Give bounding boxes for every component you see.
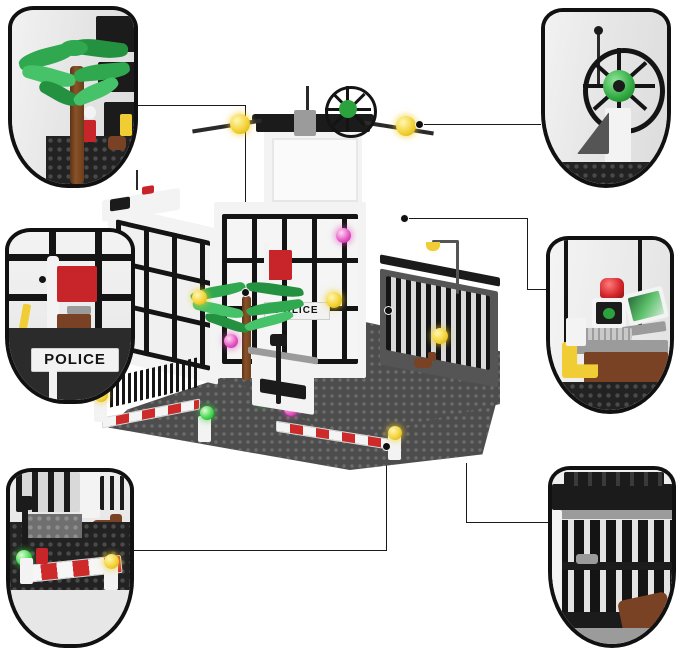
photo-light-pole-head: [16, 496, 34, 510]
photo-cell-rail: [556, 510, 672, 519]
connector-radar-h: [419, 124, 541, 125]
model-roof-dish: [325, 86, 377, 138]
photo-barrier-sidewalk: [26, 514, 82, 538]
photo-monitor-radar-blip: [603, 308, 615, 319]
model-wall-lamp-yellow: [192, 290, 207, 305]
photo-office-wall-edge: [564, 240, 568, 360]
photo-cell-top-studs: [564, 472, 664, 486]
police-station-model: POLICE: [80, 86, 560, 510]
model-barrier-post-right: [388, 434, 401, 460]
photo-barrel: [108, 136, 126, 150]
photo-light-pole: [22, 502, 28, 558]
photo-cell-ground: [552, 628, 672, 644]
connector-office-v: [527, 218, 528, 290]
photo-door-hinge: [39, 276, 46, 283]
callout-police-sign-door[interactable]: POLICE: [5, 228, 135, 404]
photo-barrier-lamp: [104, 554, 119, 569]
callout-office-desk[interactable]: [546, 236, 674, 414]
photo-barrier-post-right: [104, 562, 118, 590]
photo-cabinet: [566, 318, 586, 346]
photo-cell-frame-left: [552, 510, 562, 620]
connector-jail-h: [466, 522, 548, 523]
connector-office-h2: [527, 289, 549, 290]
callout-palm-tree[interactable]: [8, 6, 138, 188]
model-ground-lamp-green: [200, 406, 214, 420]
model-roof-lamp-left: [230, 114, 250, 134]
photo-office-wall-edge2: [638, 240, 642, 332]
photo-antenna-tip: [594, 26, 603, 35]
photo-barrier-block: [36, 548, 48, 564]
model-vehicle-antenna: [136, 170, 138, 190]
callout-palm-tree-photo: [12, 10, 134, 184]
connector-palm-tree-h1: [137, 105, 246, 106]
photo-minifig-head: [84, 106, 96, 119]
photo-door-mullion-h1: [9, 254, 131, 261]
connector-dot-police-sign: [384, 306, 393, 315]
connector-palm-tree-v: [245, 105, 246, 292]
connector-dot-barrier: [382, 442, 391, 451]
photo-ground-plain: [10, 590, 130, 644]
photo-cell-latch: [576, 554, 598, 564]
model-barrier-post-mid: [198, 416, 211, 442]
model-wall-lamp-pink: [336, 228, 351, 243]
model-lamp-post-head: [426, 242, 440, 251]
photo-office-floor: [550, 382, 670, 410]
model-street-pole-head: [270, 334, 287, 346]
connector-barrier-h: [134, 550, 387, 551]
photo-interior-item: [120, 114, 132, 136]
callout-police-sign-photo: POLICE: [9, 232, 131, 400]
connector-jail-v: [466, 463, 467, 522]
model-palm-trunk: [242, 296, 251, 380]
photo-interior-desk: [57, 314, 91, 330]
model-dish-center: [339, 100, 357, 118]
photo-minifig-body: [82, 120, 96, 142]
model-entry-door-panel: [268, 250, 292, 280]
connector-dot-radar: [415, 120, 424, 129]
model-barrier-post-left: [94, 396, 107, 422]
connector-office-h1: [404, 218, 528, 219]
connector-dot-palm-tree: [241, 288, 250, 297]
photo-door-mullion-v2: [95, 232, 102, 344]
model-door-post: [264, 242, 269, 290]
connector-barrier-v: [386, 446, 387, 550]
model-street-pole: [276, 340, 281, 404]
photo-door-post: [47, 256, 59, 348]
photo-cell-ceiling: [552, 484, 672, 510]
model-roof-arm-left: [192, 118, 262, 134]
callout-jail-photo: [552, 470, 672, 644]
callout-barrier-photo: [10, 472, 130, 644]
model-wall-lamp-pink2: [224, 334, 238, 348]
model-dog: [414, 358, 432, 368]
model-roof-lamp-right: [396, 116, 416, 136]
photo-barrier-post-left: [20, 558, 33, 584]
model-wall-lamp-yellow2: [326, 292, 342, 308]
photo-red-door: [57, 266, 97, 302]
photo-bg-wall: [80, 472, 100, 518]
connector-dot-office: [400, 214, 409, 223]
model-tower-window: [272, 138, 358, 202]
photo-police-nameplate[interactable]: POLICE: [31, 348, 119, 372]
model-antenna-base: [294, 110, 316, 136]
photo-alarm-light: [600, 278, 624, 298]
photo-sign-pole: [49, 370, 57, 400]
photo-bg-fence: [100, 476, 130, 510]
photo-desk-top: [572, 340, 668, 354]
photo-palm-crown: [60, 40, 88, 56]
model-wall-lamp-yellow3: [432, 328, 448, 344]
callout-office-photo: [550, 240, 670, 410]
photo-keyboard: [582, 328, 632, 340]
callout-radar-dish[interactable]: [541, 8, 671, 188]
model-lamp-post-arm: [432, 240, 458, 243]
photo-dish-hub: [613, 80, 625, 92]
callout-road-barrier[interactable]: [6, 468, 134, 648]
model-ground-lamp-right: [388, 426, 402, 440]
photo-cell-crossbar: [558, 562, 672, 570]
photo-interior-bench: [67, 306, 91, 314]
callout-radar-photo: [545, 12, 667, 184]
photo-mount-column: [605, 108, 631, 170]
callout-jail-cell[interactable]: [548, 466, 676, 648]
photo-roof-studs: [545, 162, 667, 184]
model-dog-head: [428, 352, 436, 361]
model-lamp-post: [456, 240, 459, 294]
